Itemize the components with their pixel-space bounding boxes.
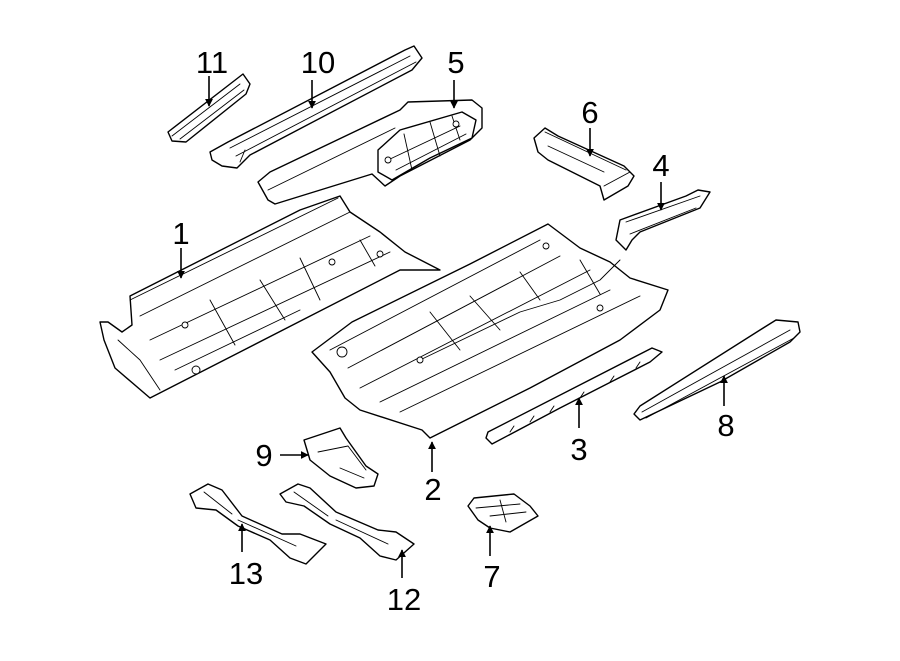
callout-7: 7: [483, 559, 500, 594]
callout-8: 8: [717, 408, 734, 443]
part-10-rail: [209, 45, 423, 169]
callout-9: 9: [255, 438, 272, 473]
callout-13: 13: [229, 556, 263, 591]
callout-12: 12: [387, 582, 421, 617]
callout-11: 11: [196, 45, 228, 80]
part-6-bracket: [533, 127, 635, 201]
callout-6: 6: [581, 95, 598, 130]
part-8-rocker: [633, 319, 801, 421]
callout-numbers: 1 2 3 4 5 6 7 8 9 10 11 12 13: [172, 45, 734, 617]
part-9-bracket: [303, 427, 379, 489]
part-3-sill: [485, 347, 663, 445]
callout-10: 10: [301, 45, 335, 80]
callout-2: 2: [424, 472, 441, 507]
part-1-front-floor-pan: [99, 195, 441, 399]
part-13-crossmember: [189, 483, 327, 565]
callout-4: 4: [652, 148, 669, 183]
callout-5: 5: [447, 45, 464, 80]
callout-3: 3: [570, 432, 587, 467]
callout-1: 1: [172, 216, 189, 251]
part-5-rear-rail: [257, 99, 483, 205]
part-4-bracket: [615, 189, 711, 251]
part-7-bracket: [467, 493, 539, 533]
leader-arrows: [177, 76, 728, 578]
part-11-rail: [167, 73, 251, 143]
part-2-rear-floor-pan: [311, 223, 669, 439]
